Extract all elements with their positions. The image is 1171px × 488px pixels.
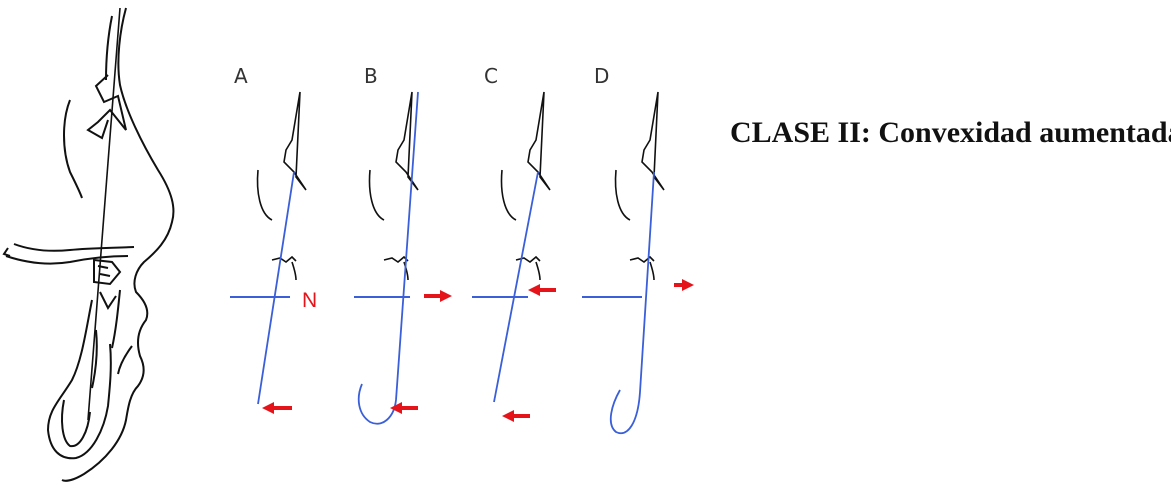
- panel-letter-d: D: [594, 64, 610, 88]
- point-label-n: N: [302, 289, 318, 312]
- panel-c: [472, 91, 551, 403]
- left-arrow-icon: [528, 284, 556, 296]
- diagram-title: CLASE II: Convexidad aumentada: [730, 116, 1171, 149]
- panel-letter-a: A: [234, 64, 248, 88]
- panel-b: [354, 91, 419, 425]
- right-arrow-icon: [674, 279, 694, 291]
- panel-letter-b: B: [364, 64, 378, 88]
- left-arrow-icon: [502, 410, 530, 422]
- right-arrow-icon: [424, 290, 452, 302]
- panel-letter-c: C: [484, 64, 498, 88]
- left-arrow-icon: [262, 402, 292, 414]
- cephalometric-profile-tracing: [2, 7, 175, 482]
- panel-d: [582, 91, 665, 435]
- panel-a: [230, 91, 307, 405]
- left-arrow-icon: [390, 402, 418, 414]
